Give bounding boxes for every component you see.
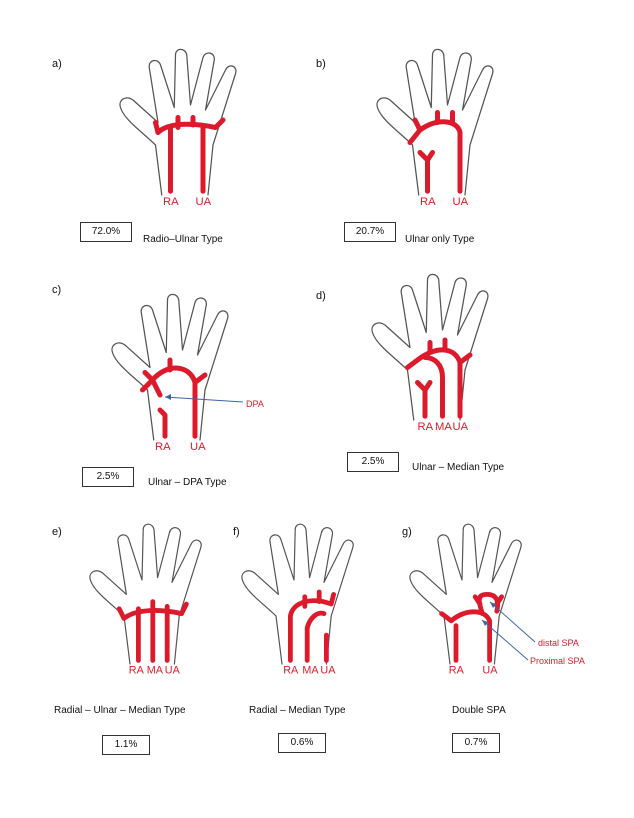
label-ma: MA xyxy=(302,665,319,677)
panel-letter: e) xyxy=(52,526,62,538)
panel-letter: f) xyxy=(233,526,240,538)
panel-letter: d) xyxy=(316,290,326,302)
label-ua: UA xyxy=(165,665,181,677)
type-label: Radio–Ulnar Type xyxy=(143,234,223,245)
label-ua: UA xyxy=(453,421,469,433)
label-ma: MA xyxy=(435,421,452,433)
label-ma: MA xyxy=(147,665,164,677)
panel-letter: c) xyxy=(52,284,62,296)
label-ua: UA xyxy=(196,196,212,208)
percent-box: 72.0% xyxy=(80,222,132,242)
panel-letter: b) xyxy=(316,58,326,70)
annotation-dpa: DPA xyxy=(246,399,264,409)
label-ua: UA xyxy=(453,196,469,208)
type-label: Ulnar – Median Type xyxy=(412,462,505,473)
type-label: Radial – Median Type xyxy=(249,705,346,716)
proximal-spa-arrow xyxy=(481,619,529,661)
dpa-arrow xyxy=(164,396,244,403)
panel-letter: g) xyxy=(402,526,412,538)
type-label: Ulnar only Type xyxy=(405,234,475,245)
label-ua: UA xyxy=(320,665,336,677)
percent-box: 0.7% xyxy=(452,733,500,753)
label-ra: RA xyxy=(420,196,436,208)
label-ra: RA xyxy=(283,665,299,677)
percent-box: 2.5% xyxy=(347,452,399,472)
percent-box: 0.6% xyxy=(278,733,326,753)
percent-box: 1.1% xyxy=(102,735,150,755)
type-label: Double SPA xyxy=(452,705,506,716)
annotation-proximal-spa: Proximal SPA xyxy=(530,656,585,666)
annotation-distal-spa: distal SPA xyxy=(538,638,579,648)
label-ua: UA xyxy=(482,665,498,677)
type-label: Ulnar – DPA Type xyxy=(148,477,227,488)
panel-letter: a) xyxy=(52,58,62,70)
label-ra: RA xyxy=(129,665,145,677)
label-ua: UA xyxy=(190,441,206,453)
distal-spa-arrow xyxy=(489,601,536,643)
label-ra: RA xyxy=(163,196,179,208)
type-label: Radial – Ulnar – Median Type xyxy=(54,705,186,716)
label-ra: RA xyxy=(155,441,171,453)
label-ra: RA xyxy=(449,665,465,677)
percent-box: 20.7% xyxy=(344,222,396,242)
percent-box: 2.5% xyxy=(82,467,134,487)
label-ra: RA xyxy=(418,421,434,433)
